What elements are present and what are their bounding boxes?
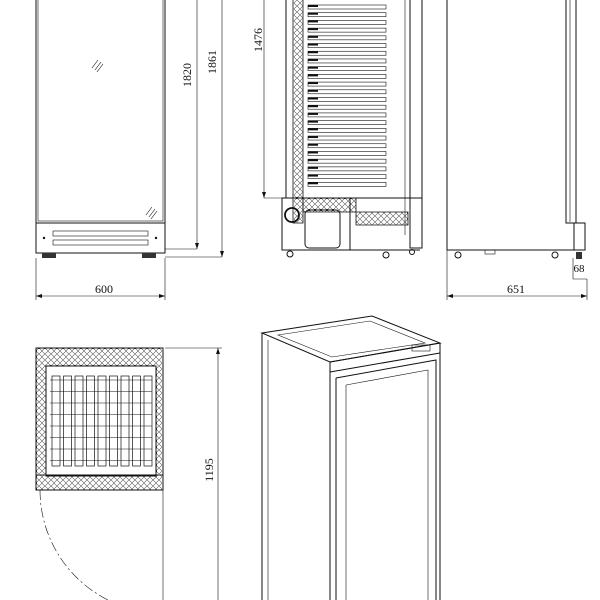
front-base-grille	[35, 222, 166, 254]
insulation	[292, 0, 304, 224]
side-view: 68 651	[446, 0, 588, 300]
shelf-slot	[97, 375, 107, 467]
shelf	[307, 151, 387, 156]
shelf-slot	[120, 375, 130, 467]
shelf-slot	[74, 375, 84, 467]
shelf	[307, 4, 387, 10]
shelf	[307, 89, 387, 95]
dim-height-door: 1820	[180, 63, 194, 87]
shelf-slot	[143, 375, 153, 467]
shelf	[307, 143, 387, 149]
dim-height-total: 1861	[205, 50, 219, 74]
shelf	[307, 174, 387, 179]
iso-top	[260, 315, 442, 363]
section-door	[409, 0, 423, 249]
section-view: 1476	[251, 0, 423, 259]
dim-width: 600	[95, 282, 113, 296]
dim-foot-height: 68	[574, 263, 586, 275]
dim-door-swing: 1195	[202, 458, 216, 482]
shelf	[307, 66, 387, 71]
foot	[142, 253, 156, 258]
control-panel	[411, 344, 431, 352]
shelf	[307, 158, 387, 164]
shelf	[307, 43, 387, 48]
dim-depth: 651	[507, 282, 525, 296]
isometric-view	[260, 315, 442, 600]
glass-mark-icon	[91, 59, 104, 73]
fan-icon	[284, 207, 300, 223]
side-door	[565, 0, 577, 224]
shelf-slot	[51, 375, 61, 467]
door-swing-arc	[39, 489, 109, 600]
shelf	[307, 166, 387, 172]
dim-interior-height: 1476	[251, 28, 265, 52]
shelf	[307, 20, 387, 25]
shelf-slot	[132, 375, 141, 467]
shelf	[307, 181, 387, 187]
shelf	[307, 112, 387, 118]
shelf-slot	[86, 375, 95, 467]
shelf	[307, 74, 387, 79]
shelf	[307, 104, 387, 110]
shelf	[307, 128, 387, 133]
shelf	[307, 50, 387, 56]
shelf	[307, 12, 387, 18]
shelf-slot	[109, 375, 118, 467]
front-view: 1820 1861 600	[35, 0, 224, 300]
plan-view: 1195	[35, 347, 222, 600]
foot	[42, 253, 56, 258]
shelf-grid	[50, 375, 153, 467]
front-door	[35, 0, 166, 224]
compressor-housing	[281, 197, 351, 251]
shelf	[307, 120, 387, 125]
plan-door	[35, 474, 164, 491]
shelf	[307, 58, 387, 64]
shelf-slot	[63, 375, 72, 467]
shelf	[307, 135, 387, 141]
shelf	[307, 27, 387, 33]
shelf	[307, 81, 387, 87]
iso-door	[335, 359, 437, 600]
shelf	[307, 35, 387, 41]
compressor	[304, 209, 341, 249]
shelves	[307, 4, 387, 187]
shelf	[307, 97, 387, 102]
